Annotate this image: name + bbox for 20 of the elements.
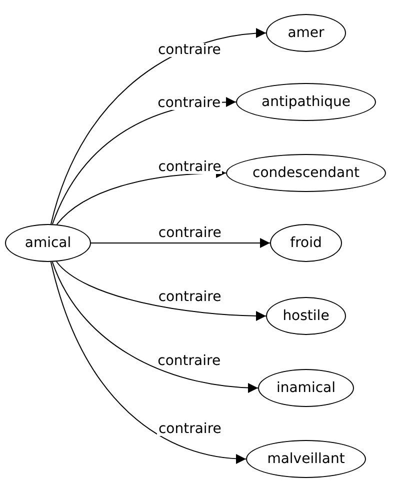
edge-label: contraire	[157, 226, 222, 240]
ellipse-node: inamical	[258, 369, 354, 407]
edge-label: contraire	[156, 354, 222, 368]
ellipse-node: condescendant	[226, 154, 386, 192]
edge-label: contraire	[156, 96, 222, 110]
arrow	[52, 261, 258, 393]
ellipse-node: hostile	[266, 297, 346, 335]
edge-label: contraire	[157, 422, 222, 436]
ellipse-node: amer	[266, 14, 346, 52]
edge-label: contraire	[157, 160, 222, 174]
arrow	[56, 261, 266, 321]
arrow	[90, 238, 270, 248]
arrow	[50, 28, 266, 225]
ellipse-node: antipathique	[236, 83, 376, 121]
arrow	[50, 261, 246, 464]
ellipse-node: malveillant	[246, 440, 366, 478]
edge-label: contraire	[156, 43, 222, 58]
edge-label: contraire	[157, 290, 222, 304]
ellipse-node: froid	[270, 224, 342, 262]
ellipse-node: amical	[5, 224, 91, 262]
